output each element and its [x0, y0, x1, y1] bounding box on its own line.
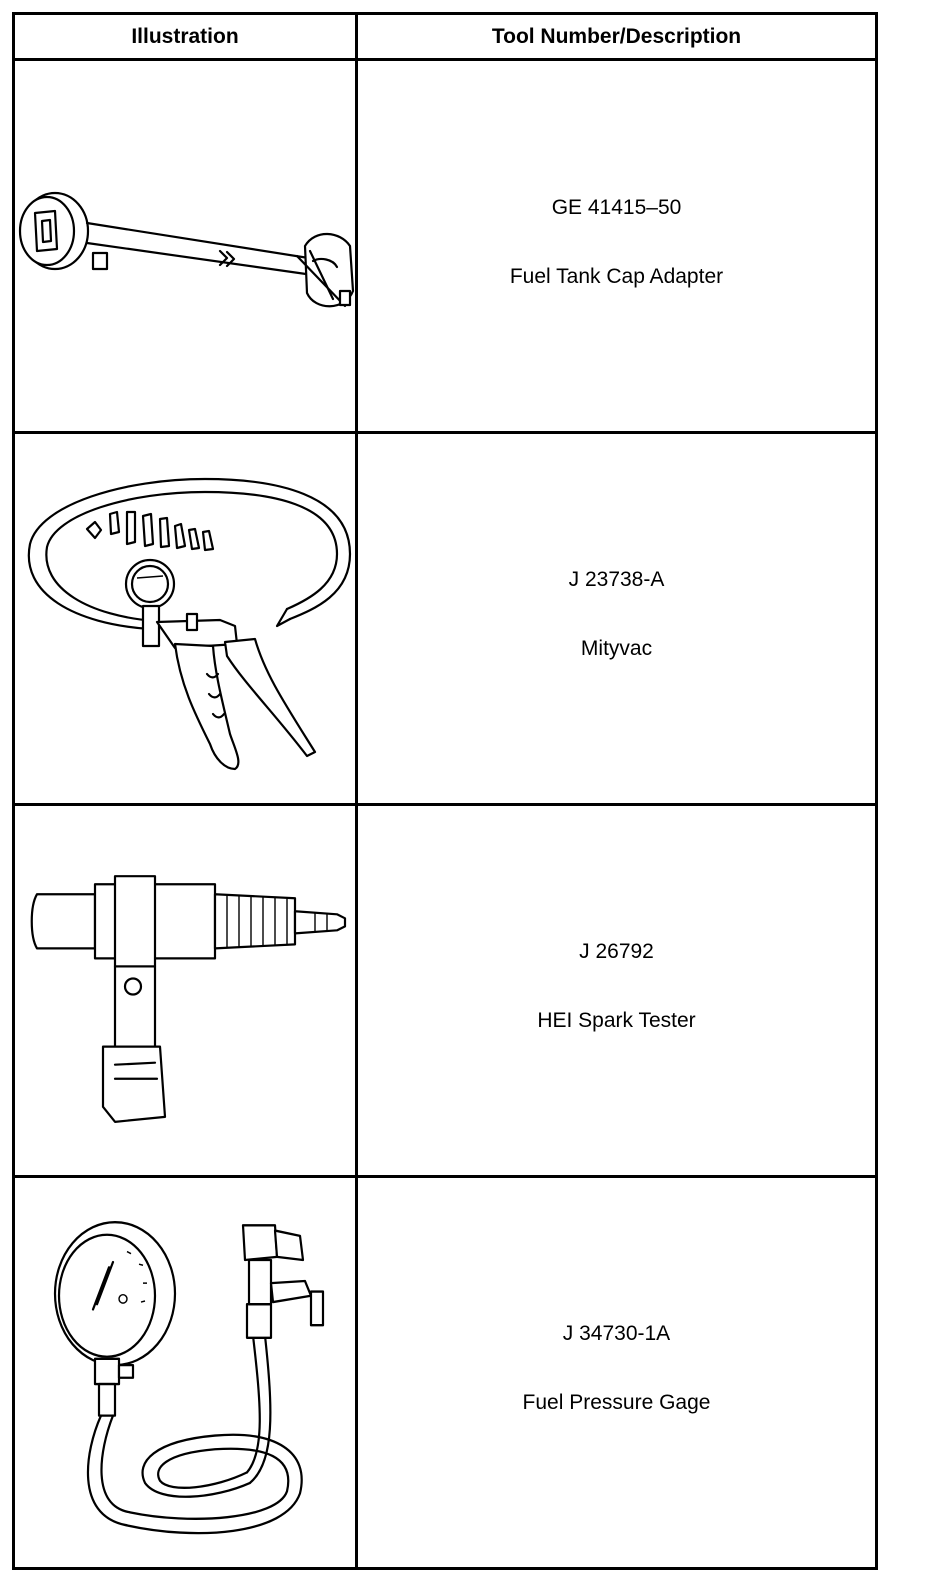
mityvac-illustration — [15, 434, 358, 806]
fuel-tank-cap-adapter-illustration — [15, 61, 358, 434]
illustration-header-label: Illustration — [131, 24, 239, 48]
description-header-label: Tool Number/Description — [491, 24, 742, 48]
illustration-column-header: Illustration — [15, 15, 358, 61]
tool-number: J 34730-1A — [562, 1322, 671, 1345]
tool-description: Fuel Tank Cap Adapter — [509, 264, 724, 288]
tool-description-cell: J 34730-1A Fuel Pressure Gage — [358, 1178, 875, 1567]
description-column-header: Tool Number/Description — [358, 15, 875, 61]
tool-number: GE 41415–50 — [551, 195, 682, 219]
fuel-pressure-gage-illustration — [15, 1178, 358, 1567]
spark-tester-illustration — [15, 806, 358, 1178]
tool-description-cell: GE 41415–50 Fuel Tank Cap Adapter — [358, 61, 875, 434]
tool-description: Mityvac — [580, 637, 653, 660]
tool-table: Illustration Tool Number/Description — [12, 12, 878, 1570]
tool-description: HEI Spark Tester — [537, 1009, 696, 1032]
tool-number: J 23738-A — [568, 568, 665, 591]
tool-description: Fuel Pressure Gage — [522, 1391, 711, 1414]
tool-description-cell: J 26792 HEI Spark Tester — [358, 806, 875, 1178]
tool-number: J 26792 — [579, 940, 654, 963]
tool-description-cell: J 23738-A Mityvac — [358, 434, 875, 806]
